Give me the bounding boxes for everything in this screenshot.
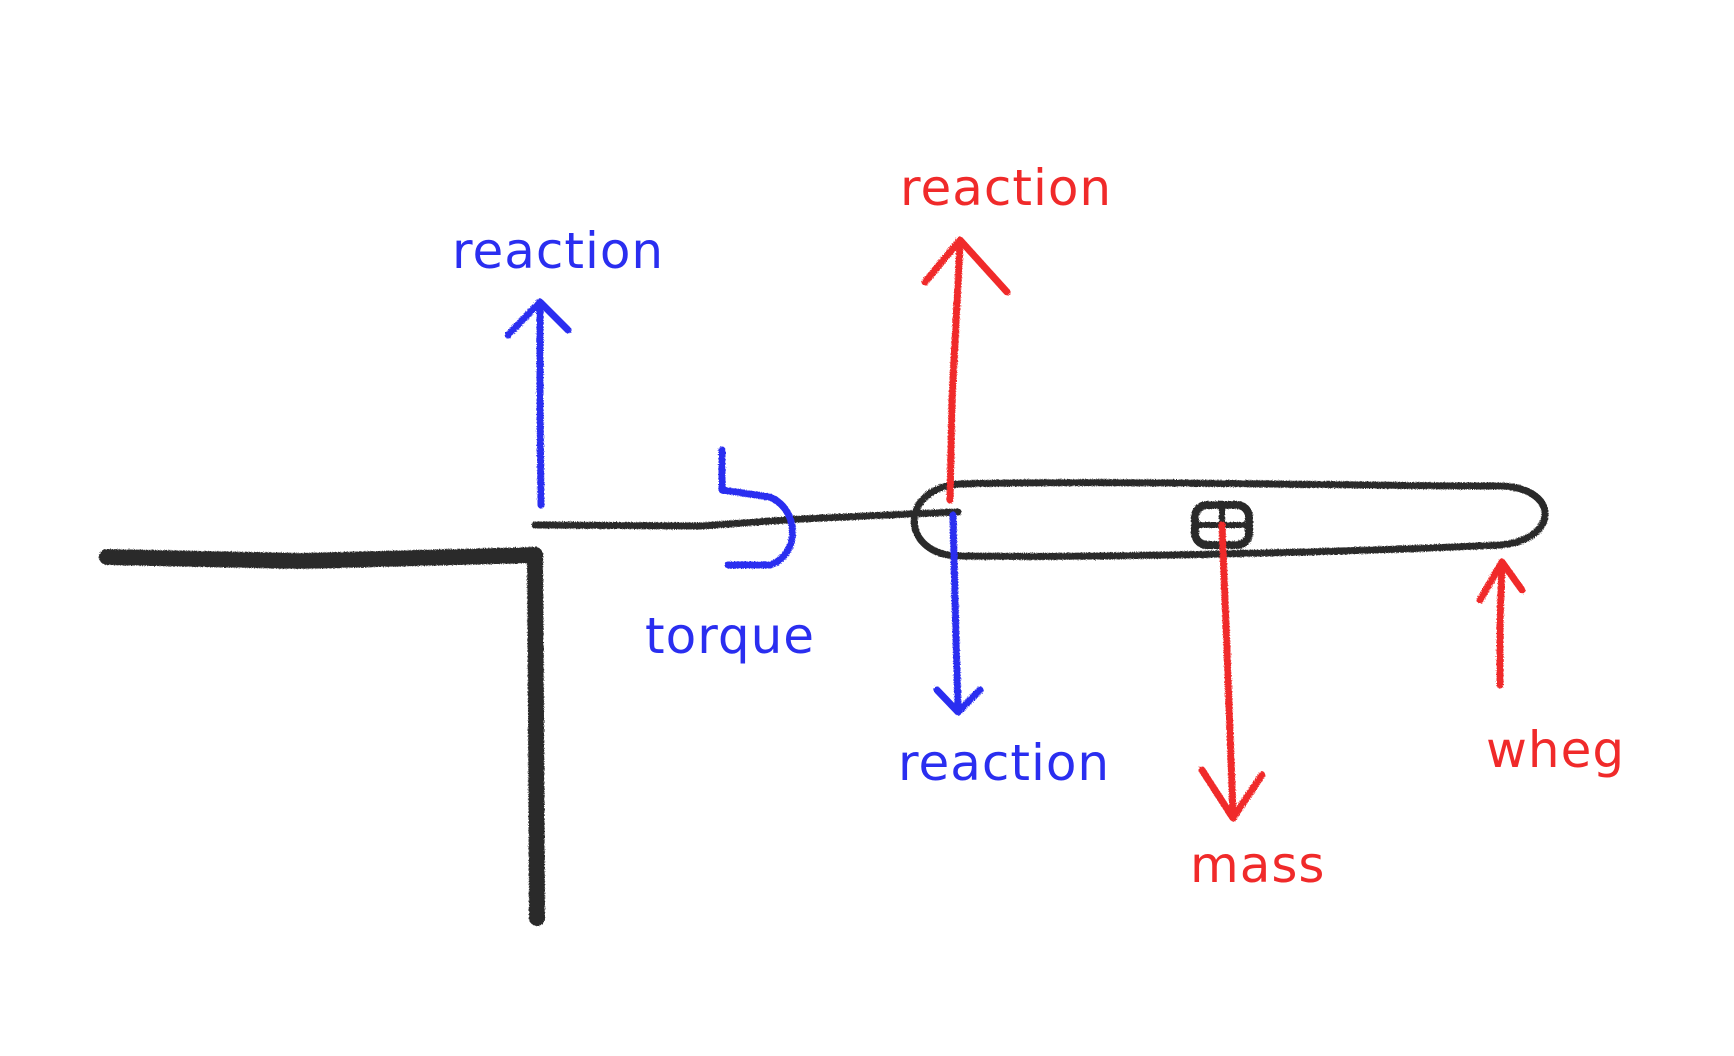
ground-line <box>99 547 543 569</box>
shaft-line <box>531 508 962 530</box>
wheg-link-body <box>910 479 1549 560</box>
torque-arrow <box>718 446 796 569</box>
reaction-arrow-up-blue <box>504 298 572 509</box>
wheg-arrow-up-red <box>1476 558 1526 689</box>
label-mass: mass <box>1190 836 1325 894</box>
label-reaction-bottom-blue: reaction <box>898 734 1110 792</box>
mass-arrow-down-red <box>1198 521 1266 822</box>
reaction-arrow-down-blue <box>933 511 984 716</box>
reaction-arrow-up-red <box>921 236 1011 504</box>
wall-line <box>527 547 545 926</box>
label-reaction-top-red: reaction <box>900 159 1112 217</box>
label-reaction-top-blue: reaction <box>452 222 664 280</box>
label-wheg: wheg <box>1486 721 1625 779</box>
label-torque: torque <box>645 607 815 665</box>
